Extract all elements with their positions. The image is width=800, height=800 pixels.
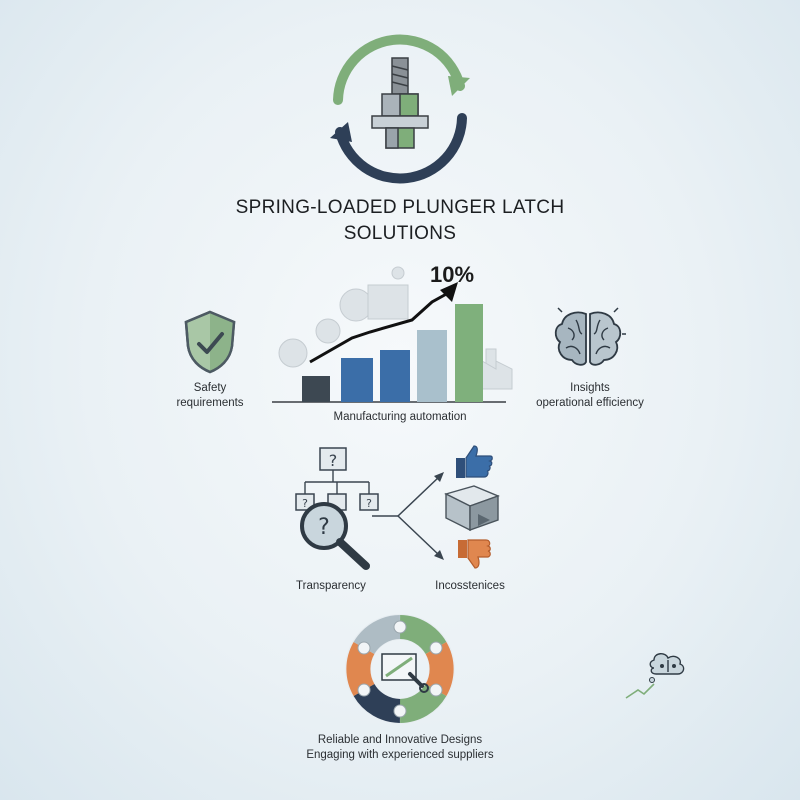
title-line-2: SOLUTIONS [343,223,457,244]
trend-arrow [309,290,451,364]
package-icon [444,485,500,532]
bar-4 [417,330,447,402]
bottom-label-line-2: Engaging with experienced suppliers [306,749,494,761]
svg-text:?: ? [329,451,338,470]
thumbs-up-icon [456,445,493,478]
shield-check-icon [184,310,236,374]
branch-arrows [372,472,444,560]
bar-5 [455,304,483,402]
percent-label: 10% [430,262,475,287]
question-tree-magnifier-icon: ? ? ? ? [295,447,379,570]
svg-text:?: ? [366,497,372,510]
cycle-plunger-icon [330,34,470,184]
cloud-trend-icon [625,653,685,699]
bar-chart [272,282,506,403]
safety-label-line-2: requirements [176,397,244,409]
bar-2 [341,358,373,402]
title-line-1: SPRING-LOADED PLUNGER LATCH [235,197,565,218]
inconsistencies-label: Incosstenices [435,580,505,592]
chart-caption: Manufacturing automation [333,411,467,423]
thumbs-down-icon [458,539,491,569]
svg-text:?: ? [302,497,308,510]
page-title: SPRING-LOADED PLUNGER LATCH SOLUTIONS [200,195,600,247]
bar-1 [302,376,330,402]
puzzle-ring-icon [345,614,455,724]
bottom-label: Reliable and Innovative Designs Engaging… [280,733,520,763]
factory-background-icon [278,266,513,390]
transparency-label: Transparency [296,580,366,592]
bottom-label-line-1: Reliable and Innovative Designs [317,734,483,746]
insights-label-line-2: operational efficiency [536,397,644,409]
bar-3 [380,350,410,402]
brain-icon [554,307,626,366]
insights-label-line-1: Insights [570,382,610,394]
insights-label: Insights operational efficiency [528,381,652,411]
safety-label-line-1: Safety [193,382,227,394]
svg-text:?: ? [318,515,330,540]
safety-label: Safety requirements [160,381,260,411]
